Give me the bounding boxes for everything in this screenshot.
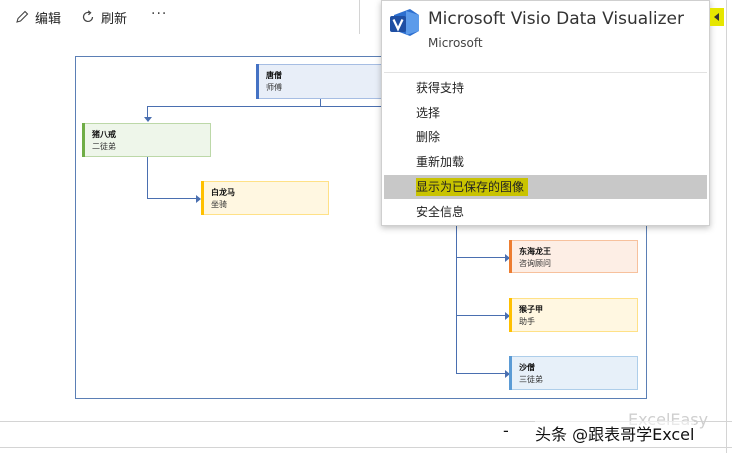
node-name: 沙僧 xyxy=(519,363,535,372)
edit-label: 编辑 xyxy=(35,11,62,27)
arrow-right-icon xyxy=(196,195,201,203)
menu-item-label: 安全信息 xyxy=(416,205,465,219)
node-name: 唐僧 xyxy=(266,71,282,80)
node-name: 东海龙王 xyxy=(519,247,551,256)
grid-line xyxy=(0,447,732,448)
connector xyxy=(320,98,321,106)
node-role: 二徒弟 xyxy=(92,142,116,151)
watermark-dash: - xyxy=(503,421,509,440)
node-role: 三徒弟 xyxy=(519,375,543,384)
arrow-right-icon xyxy=(505,254,510,262)
connector xyxy=(456,257,506,258)
menu-item-delete[interactable]: 删除 xyxy=(384,125,707,149)
collapse-panel-button[interactable] xyxy=(710,8,724,26)
node-role: 坐骑 xyxy=(211,200,227,209)
pencil-icon xyxy=(16,10,29,23)
refresh-icon xyxy=(82,10,94,23)
connector xyxy=(147,106,148,118)
node-name: 白龙马 xyxy=(211,188,235,197)
arrow-down-icon xyxy=(144,117,152,122)
edit-button[interactable]: 编辑 xyxy=(14,6,61,28)
addin-context-menu: Microsoft Visio Data Visualizer Microsof… xyxy=(381,0,710,226)
menu-divider xyxy=(384,72,707,73)
node-name: 猪八戒 xyxy=(92,130,116,139)
node-accent-bar xyxy=(82,123,85,157)
connector xyxy=(456,226,457,374)
node-name: 猴子甲 xyxy=(519,305,543,314)
refresh-label: 刷新 xyxy=(101,11,128,27)
connector xyxy=(147,198,197,199)
connector xyxy=(456,373,506,374)
org-node-shaseng[interactable]: 沙僧 三徒弟 xyxy=(509,356,638,390)
node-role: 咨询顾问 xyxy=(519,259,551,268)
menu-item-label: 显示为已保存的图像 xyxy=(416,178,529,196)
node-accent-bar xyxy=(509,356,512,390)
node-role: 助手 xyxy=(519,317,535,326)
visio-toolbar: 编辑 刷新 ··· xyxy=(0,0,360,34)
grid-line xyxy=(359,0,360,34)
org-node-bailongma[interactable]: 白龙马 坐骑 xyxy=(201,181,329,215)
menu-item-label: 删除 xyxy=(416,130,441,144)
connector xyxy=(147,157,148,198)
grid-line xyxy=(0,421,732,422)
menu-item-get-support[interactable]: 获得支持 xyxy=(384,76,707,100)
menu-item-reload[interactable]: 重新加载 xyxy=(384,150,707,174)
org-node-houzijia[interactable]: 猴子甲 助手 xyxy=(509,298,638,332)
org-node-tangseng[interactable]: 唐僧 师傅 xyxy=(256,64,384,99)
arrow-right-icon xyxy=(505,370,510,378)
node-accent-bar xyxy=(509,298,512,332)
watermark-text: 头条 @跟表哥学Excel xyxy=(535,421,695,445)
menu-item-label: 重新加载 xyxy=(416,155,465,169)
visio-logo-icon xyxy=(390,9,419,36)
node-accent-bar xyxy=(201,181,204,215)
grid-line xyxy=(726,0,727,453)
addin-title: Microsoft Visio Data Visualizer xyxy=(428,9,684,29)
arrow-right-icon xyxy=(505,312,510,320)
more-options-button[interactable]: ··· xyxy=(151,6,168,22)
org-node-zhubajie[interactable]: 猪八戒 二徒弟 xyxy=(82,123,211,157)
node-accent-bar xyxy=(256,64,259,99)
node-role: 师傅 xyxy=(266,83,282,92)
node-accent-bar xyxy=(509,240,512,273)
menu-item-security-info[interactable]: 安全信息 xyxy=(384,200,707,224)
refresh-button[interactable]: 刷新 xyxy=(80,6,127,28)
menu-item-select[interactable]: 选择 xyxy=(384,101,707,125)
addin-publisher: Microsoft xyxy=(428,36,483,50)
menu-item-label: 选择 xyxy=(416,106,441,120)
connector xyxy=(456,315,506,316)
menu-item-label: 获得支持 xyxy=(416,81,465,95)
org-node-donghailongwang[interactable]: 东海龙王 咨询顾问 xyxy=(509,240,638,273)
connector xyxy=(147,106,383,107)
menu-item-show-as-saved-image[interactable]: 显示为已保存的图像 xyxy=(384,175,707,199)
